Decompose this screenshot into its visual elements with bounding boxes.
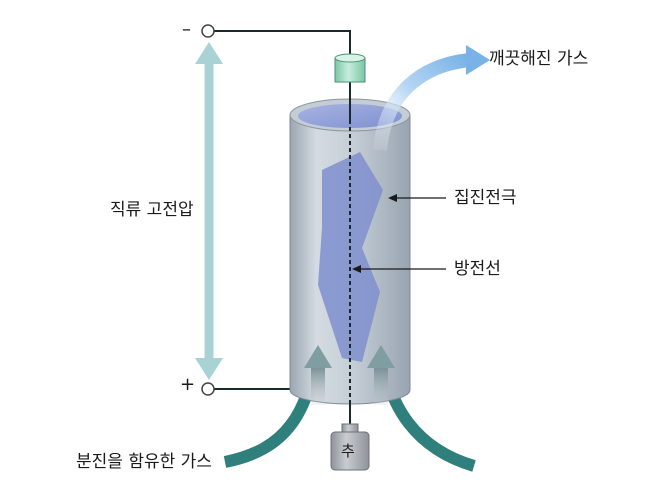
dusty-gas-label: 분진을 함유한 가스 [76,452,212,472]
collecting-electrode-label: 집진전극 [454,188,517,208]
inner-updraft-arrows [304,345,395,405]
positive-terminal [201,382,215,396]
voltage-label: 직류 고전압 [110,200,194,220]
insulator [334,53,366,83]
minus-sign: – [182,19,191,40]
outlet-arrow-head [466,45,490,75]
negative-wire [214,30,351,58]
negative-terminal [201,24,215,38]
discharge-wire-label: 방전선 [454,259,501,279]
outlet-arrow [373,53,471,151]
plus-sign: + [180,374,196,395]
voltage-double-arrow [195,42,223,380]
clean-gas-label: 깨끗해진 가스 [489,49,589,69]
weight [330,423,370,471]
weight-label: 추 [341,442,355,460]
